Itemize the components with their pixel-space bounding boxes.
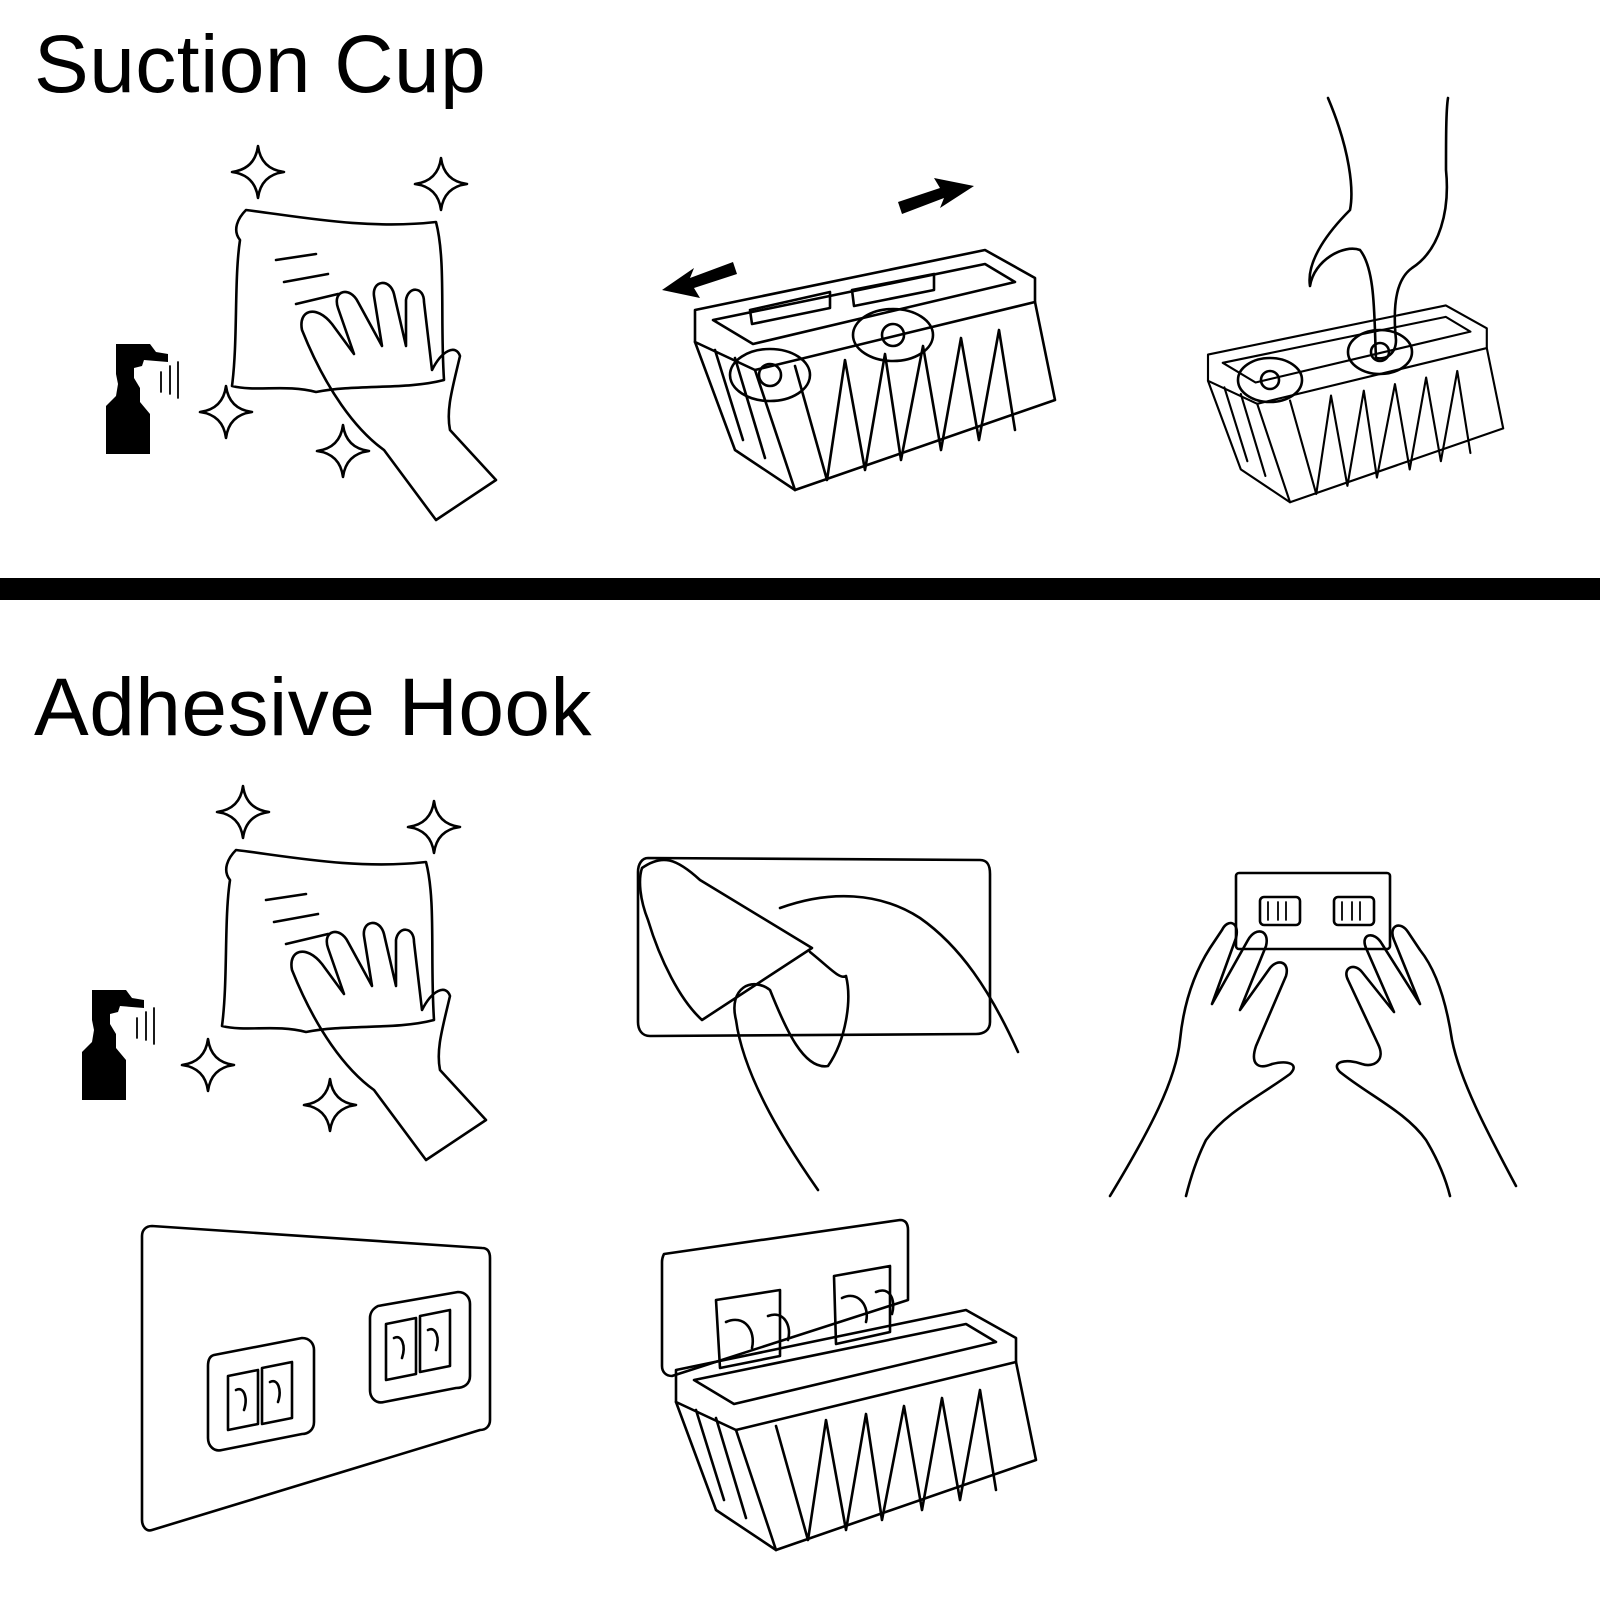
section-divider (0, 578, 1600, 600)
clean-wall-icon (105, 144, 498, 522)
hook-plate-icon (140, 1224, 492, 1532)
hung-basket-icon (660, 1218, 1038, 1552)
suction-basket-icon (662, 178, 1057, 492)
clean-wall-icon-2 (81, 784, 488, 1162)
press-adhesive-icon (1108, 871, 1518, 1198)
peel-backing-icon (636, 856, 1020, 1192)
adhesive-hook-title: Adhesive Hook (34, 662, 593, 753)
press-suction-icon (1206, 96, 1505, 504)
suction-cup-title: Suction Cup (34, 19, 487, 110)
